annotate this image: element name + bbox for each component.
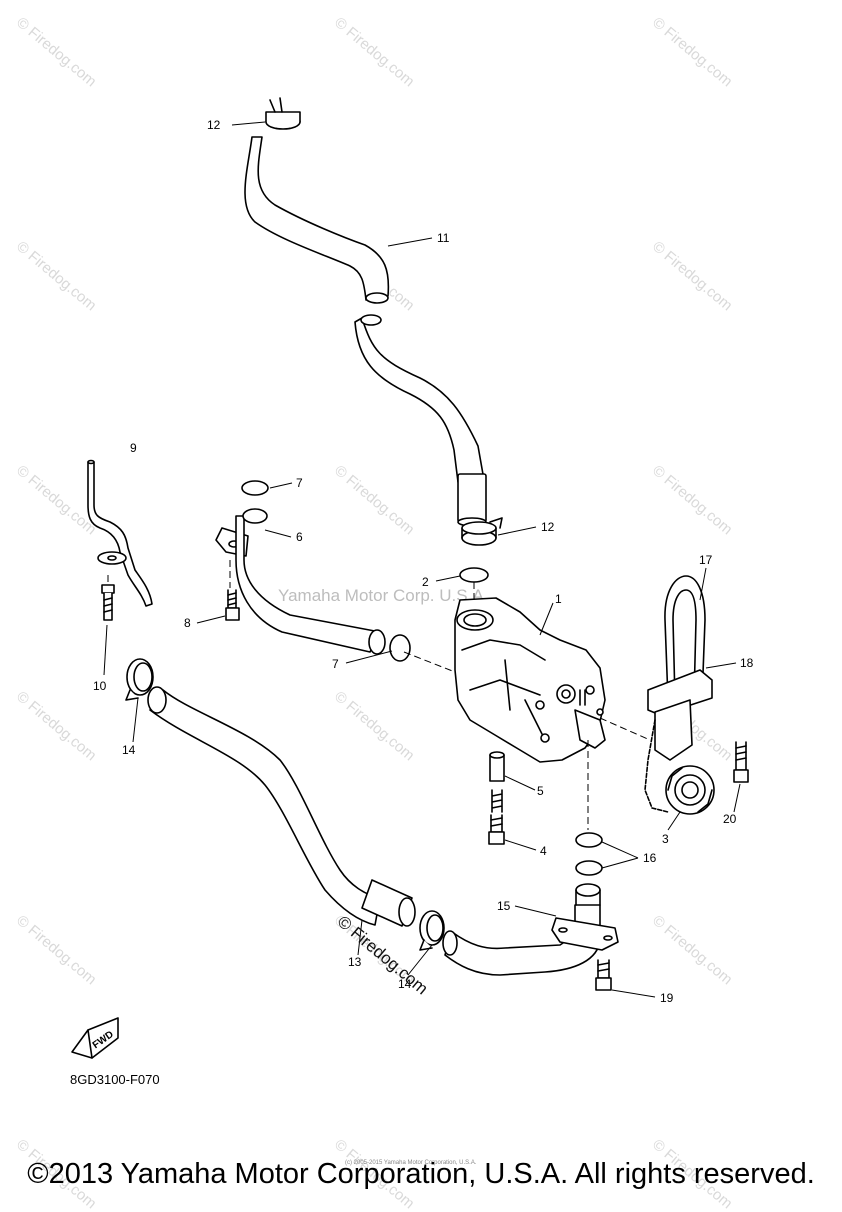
oil-pump-1 [454, 597, 606, 763]
bolt-17 [595, 959, 612, 991]
callout-14: 14 [122, 743, 136, 757]
center-watermark: Yamaha Motor Corp. U.S.A. [278, 586, 489, 605]
callout-10: 10 [93, 679, 107, 693]
copyright-footer: ©2013 Yamaha Motor Corporation, U.S.A. A… [27, 1158, 815, 1190]
bolt-10 [101, 584, 115, 621]
callout-4: 4 [540, 844, 547, 858]
upper-hose [244, 136, 487, 527]
bolt-4 [488, 814, 505, 845]
callout-8: 8 [184, 616, 191, 630]
callout-9: 9 [130, 441, 137, 455]
hose-clamp-14a [125, 658, 154, 701]
o-ring-7-side [389, 634, 411, 662]
callout-11: 11 [437, 231, 450, 245]
pipe-15 [442, 883, 619, 976]
callout-19: 18 [740, 656, 754, 670]
callout-12: 12 [541, 520, 555, 534]
fwd-arrow-icon [71, 1017, 119, 1059]
part-code: 8GD3100-F070 [70, 1072, 160, 1087]
hose-clamp-14b [419, 910, 445, 951]
callout-1: 1 [555, 592, 562, 606]
assembly-line [403, 651, 456, 673]
callout-13: 13 [348, 955, 362, 969]
o-ring-7-top [241, 480, 269, 496]
copyright-small: (c) 2005-2015 Yamaha Motor Corporation, … [345, 1160, 477, 1166]
assembly-line [599, 717, 651, 741]
collar-5 [489, 751, 505, 813]
callout-16: 16 [643, 851, 657, 865]
callout-6: 6 [296, 530, 303, 544]
callout-20: 20 [723, 812, 737, 826]
callout-14: 14 [398, 977, 412, 991]
pipe-6 [215, 508, 386, 655]
callout-15: 15 [497, 899, 511, 913]
hose-clamp-mid [461, 517, 503, 546]
callout-7: 7 [332, 657, 339, 671]
o-ring-16a [575, 832, 603, 848]
bolt-20 [733, 741, 749, 783]
callout-3: 3 [662, 832, 669, 846]
callout-5: 5 [537, 784, 544, 798]
lower-hose-13 [147, 686, 416, 927]
callout-2: 2 [422, 575, 429, 589]
pipe-9 [87, 459, 153, 607]
callout-18: 17 [699, 553, 713, 567]
chain-guide-18 [647, 575, 713, 761]
callout-7: 7 [296, 476, 303, 490]
callout-12: 12 [207, 118, 221, 132]
o-ring-2 [459, 567, 489, 583]
hose-clamp-top [265, 97, 301, 130]
callout-17: 19 [660, 991, 674, 1005]
o-ring-16b [575, 860, 603, 876]
bolt-8 [225, 589, 240, 621]
chain-sprocket-3 [644, 719, 715, 815]
